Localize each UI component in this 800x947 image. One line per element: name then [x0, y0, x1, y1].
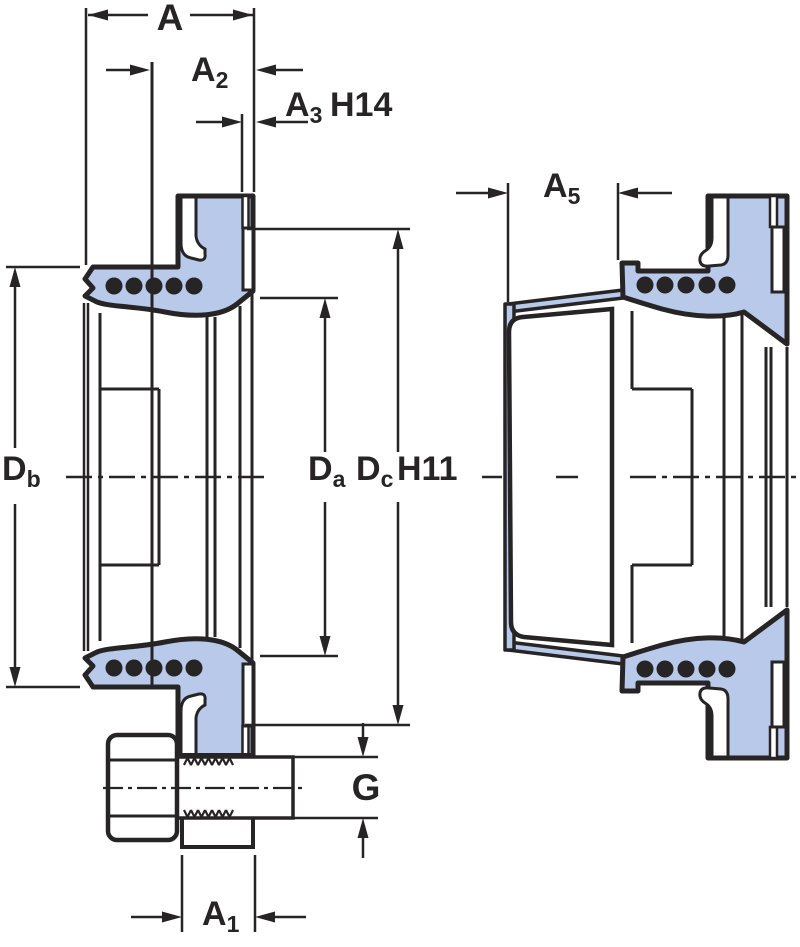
dimension-a1 [131, 911, 306, 923]
dimension-da [319, 298, 331, 656]
dimension-dc [392, 229, 404, 725]
clamp-slot [768, 194, 779, 229]
label-da: Da [308, 450, 346, 492]
seal-body-section [619, 193, 790, 347]
washer-inset [241, 226, 255, 292]
right-seal-upper-half [619, 193, 790, 347]
washer-inset [770, 225, 786, 294]
reinforcement-dots [105, 277, 203, 295]
reinforcement-dots [636, 276, 736, 294]
label-a1: A1 [202, 895, 240, 937]
dimension-a2 [106, 64, 303, 76]
left-seal-figure [82, 62, 256, 758]
relief-groove [698, 195, 730, 268]
dimension-a3 [196, 116, 308, 128]
dimension-db [9, 267, 21, 687]
clamp-slot [241, 194, 250, 230]
label-a5: A5 [543, 167, 581, 209]
right-seal-lower-half [622, 610, 787, 758]
left-seal-upper-half [82, 193, 256, 318]
thread-marks-bottom [183, 809, 234, 820]
label-g: G [352, 767, 381, 808]
dimension-g [357, 723, 369, 858]
thread-marks-top [183, 755, 234, 766]
label-a2: A2 [191, 51, 228, 93]
relief-groove [179, 195, 207, 262]
dimension-a5 [456, 187, 672, 199]
grease-fitting [103, 732, 302, 849]
dimension-a [88, 9, 253, 21]
label-db: Db [2, 450, 41, 492]
label-a: A [157, 0, 184, 38]
seal-body-section [82, 193, 256, 318]
left-inner-edges [82, 62, 254, 687]
